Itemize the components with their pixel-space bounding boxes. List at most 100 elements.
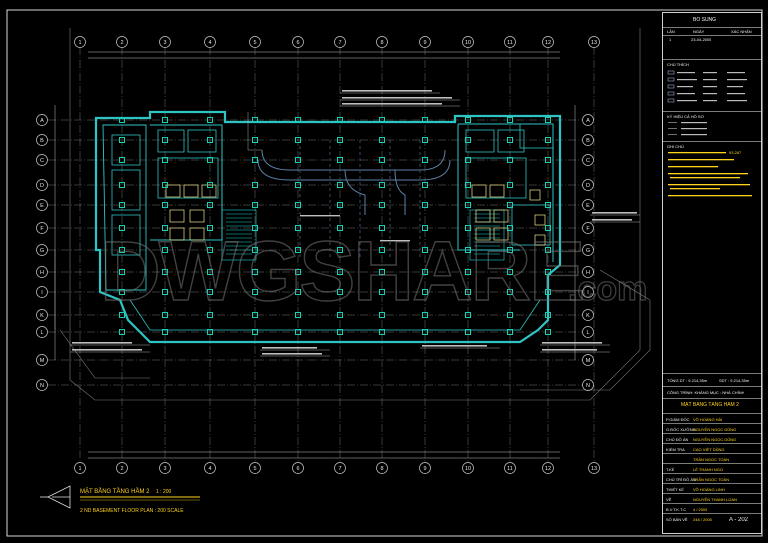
grid-bubble-label: N <box>586 383 590 389</box>
column <box>507 225 513 231</box>
column <box>379 137 385 143</box>
signature-name: NGUYỄN THANH LOAN <box>693 497 737 502</box>
grid-bubble: G <box>36 244 48 256</box>
column <box>252 247 258 253</box>
grid-bubble-label: 10 <box>465 40 471 46</box>
grid-bubble: 4 <box>204 462 216 474</box>
signature-role: SỐ BẢN VẼ <box>666 517 688 522</box>
column <box>162 157 168 163</box>
column <box>379 157 385 163</box>
grid-bubble: B <box>36 134 48 146</box>
column <box>422 182 428 188</box>
grid-bubble: D <box>582 179 594 191</box>
column <box>507 137 513 143</box>
grid-bubble-label: H <box>40 270 44 276</box>
column <box>507 202 513 208</box>
column <box>207 289 213 295</box>
column <box>119 289 125 295</box>
grid-bubble-label: 13 <box>591 40 597 46</box>
column <box>295 182 301 188</box>
grid-bubble-label: B <box>40 138 44 144</box>
grid-bubble: M <box>36 354 48 366</box>
signature-role: CHỦ ĐỒ ÁN <box>666 437 689 442</box>
column <box>295 117 301 123</box>
signature-row: VẼ NGUYỄN THANH LOAN <box>663 493 761 503</box>
column <box>162 182 168 188</box>
column <box>465 182 471 188</box>
signature-name: TRẦN NGỌC TOÀN <box>693 457 730 462</box>
column <box>379 269 385 275</box>
structural-columns <box>119 117 551 335</box>
grid-bubble: 10 <box>462 36 474 48</box>
column <box>337 289 343 295</box>
grid-bubble-label: E <box>40 203 44 209</box>
column <box>207 202 213 208</box>
column <box>545 329 551 335</box>
column <box>545 202 551 208</box>
signature-name: VÕ HOÀNG HẢI <box>693 417 723 422</box>
grid-bubble-label: E <box>586 203 590 209</box>
column <box>119 247 125 253</box>
signature-name: LÊ THANH NGỌ <box>693 467 723 472</box>
grid-bubble-label: 9 <box>423 40 426 46</box>
column <box>119 117 125 123</box>
column <box>295 157 301 163</box>
grid-lines-horizontal <box>48 119 582 386</box>
column <box>337 137 343 143</box>
elevator-cores <box>165 184 546 246</box>
column <box>295 225 301 231</box>
grid-bubble: L <box>36 326 48 338</box>
grid-bubble-label: I <box>587 290 589 296</box>
watermark-text: DWGSHARE <box>100 224 583 318</box>
column <box>162 137 168 143</box>
grid-bubble-label: A <box>40 118 44 124</box>
column <box>252 117 258 123</box>
column <box>507 157 513 163</box>
column <box>207 312 213 318</box>
grid-bubble: 8 <box>376 36 388 48</box>
grid-bubble: 2 <box>116 462 128 474</box>
column <box>337 182 343 188</box>
grid-bubble-label: 13 <box>591 466 597 472</box>
signature-role: KIỂM TRA <box>666 447 685 452</box>
grid-bubble-label: B <box>586 138 590 144</box>
grid-bubble: M <box>582 354 594 366</box>
rev-row-num: 1 <box>669 37 672 42</box>
grid-bubble-label: 5 <box>253 40 256 46</box>
grid-bubble: 4 <box>204 36 216 48</box>
grid-bubble-label: 3 <box>163 466 166 472</box>
column <box>507 269 513 275</box>
column <box>507 117 513 123</box>
drawing-name: MẶT BẰNG TẦNG HẦM 2 <box>681 402 739 408</box>
column <box>422 312 428 318</box>
grid-bubble-label: F <box>586 226 590 232</box>
column <box>337 269 343 275</box>
column <box>337 202 343 208</box>
grid-bubble-label: 12 <box>545 466 551 472</box>
signature-role: VẼ <box>666 497 672 502</box>
column <box>162 312 168 318</box>
column <box>422 117 428 123</box>
column <box>545 289 551 295</box>
column <box>465 202 471 208</box>
column <box>119 182 125 188</box>
grid-bubble: 13 <box>588 462 600 474</box>
sheet-number: A - 202 <box>729 517 749 523</box>
grid-bubble-label: 11 <box>507 466 513 472</box>
grid-bubble: C <box>36 154 48 166</box>
annotation-text-blocks <box>72 90 637 355</box>
column <box>379 117 385 123</box>
rev-row-date: 23-04-2005 <box>691 37 712 42</box>
grid-bubble-label: I <box>41 290 43 296</box>
column <box>379 202 385 208</box>
area-left: TỔNG DT : 9.214,35m <box>667 378 708 383</box>
grid-bubble-label: 1 <box>78 466 81 472</box>
grid-bubble: N <box>582 379 594 391</box>
grid-bubble: H <box>582 266 594 278</box>
rev-col-1: LẦN <box>667 29 675 34</box>
